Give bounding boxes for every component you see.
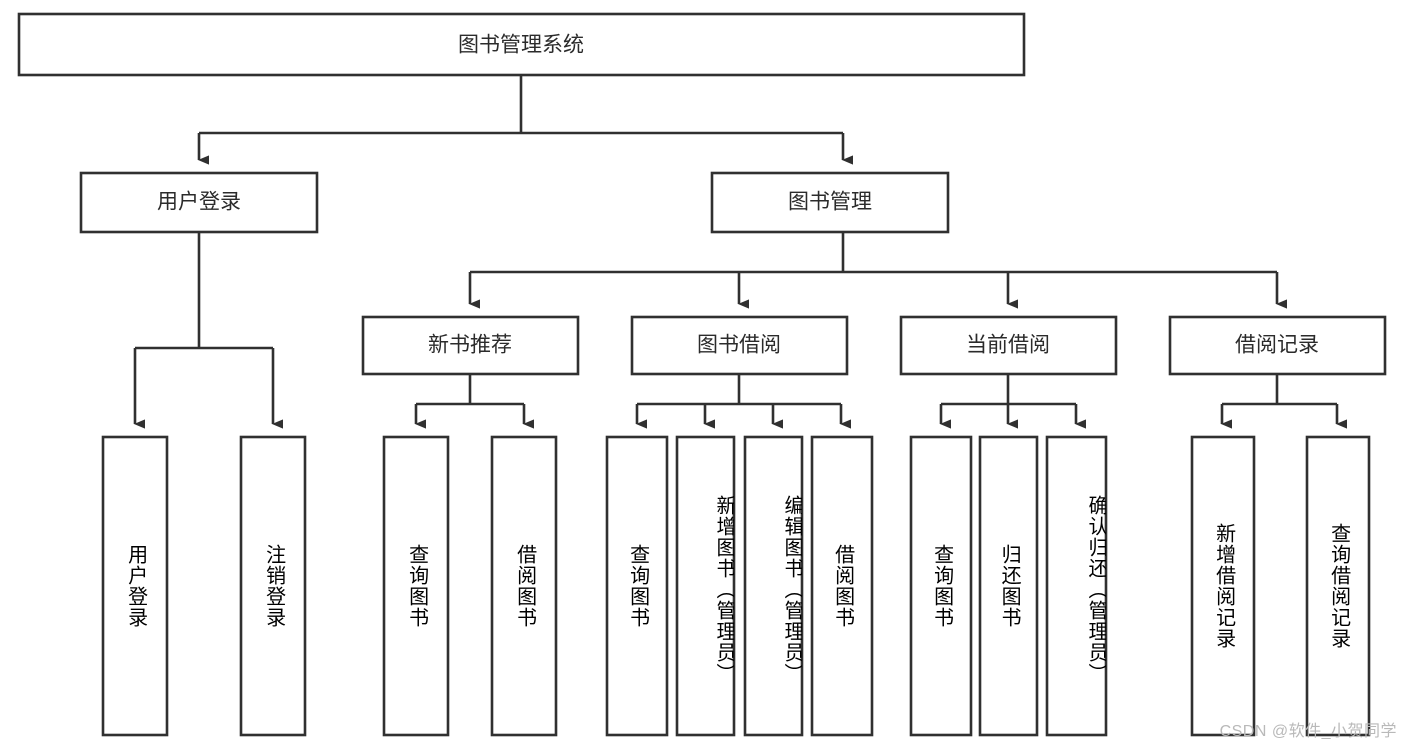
node-current-borrow-box[interactable] — [899, 315, 1118, 376]
leaf-box-current-borrow-0[interactable] — [909, 435, 973, 737]
node-book-manage-label: 图书管理 — [788, 191, 872, 214]
connectors-user-login-to-leaves — [133, 232, 283, 429]
node-borrow-record-label: 借阅记录 — [1235, 334, 1319, 357]
leaf-boxes-current-borrow — [909, 435, 1108, 737]
leaf-box-borrow-record-0[interactable] — [1190, 435, 1256, 737]
leaf-box-book-borrow-1[interactable] — [675, 435, 736, 737]
connectors-current-borrow-to-leaves — [939, 374, 1086, 429]
node-book-manage[interactable]: 图书管理 — [710, 171, 950, 234]
node-current-borrow[interactable]: 当前借阅 — [899, 315, 1118, 376]
node-book-borrow-box[interactable] — [630, 315, 849, 376]
node-new-book-recommend-box[interactable] — [361, 315, 580, 376]
leaf-box-current-borrow-1[interactable] — [978, 435, 1039, 737]
leaf-box-current-borrow-2[interactable] — [1045, 435, 1108, 737]
leaf-boxes-book-borrow — [605, 435, 874, 737]
node-borrow-record-box[interactable] — [1168, 315, 1387, 376]
leaf-box-borrow-record-1[interactable] — [1305, 435, 1371, 737]
connectors-new-book-recommend-to-leaves — [414, 374, 534, 429]
leaf-boxes-new-book-recommend — [382, 435, 558, 737]
leaf-box-new-book-0[interactable] — [382, 435, 450, 737]
connectors-book-manage-to-level3 — [468, 232, 1287, 309]
node-root[interactable]: 图书管理系统 — [17, 12, 1026, 77]
connectors-borrow-record-to-leaves — [1220, 374, 1347, 429]
leaf-boxes-borrow-record — [1190, 435, 1371, 737]
node-new-book-recommend[interactable]: 新书推荐 — [361, 315, 580, 376]
leaf-box-new-book-1[interactable] — [490, 435, 558, 737]
leaf-boxes-user-login — [101, 435, 307, 737]
node-user-login[interactable]: 用户登录 — [79, 171, 319, 234]
node-current-borrow-label: 当前借阅 — [966, 334, 1050, 357]
node-root-box[interactable] — [17, 12, 1026, 77]
node-new-book-recommend-label: 新书推荐 — [428, 334, 512, 357]
node-root-label: 图书管理系统 — [458, 34, 584, 57]
leaf-box-user-login-0[interactable] — [101, 435, 169, 737]
node-book-borrow-label: 图书借阅 — [697, 334, 781, 357]
leaf-box-book-borrow-2[interactable] — [743, 435, 804, 737]
node-book-manage-box[interactable] — [710, 171, 950, 234]
leaf-box-book-borrow-3[interactable] — [810, 435, 874, 737]
watermark: CSDN @软件_小贺同学 — [1219, 723, 1397, 740]
connectors-root-to-level2 — [197, 75, 853, 165]
leaf-box-user-login-1[interactable] — [239, 435, 307, 737]
node-book-borrow[interactable]: 图书借阅 — [630, 315, 849, 376]
node-user-login-box[interactable] — [79, 171, 319, 234]
node-user-login-label: 用户登录 — [157, 191, 241, 214]
node-borrow-record[interactable]: 借阅记录 — [1168, 315, 1387, 376]
leaf-box-book-borrow-0[interactable] — [605, 435, 669, 737]
connectors-book-borrow-to-leaves — [635, 374, 851, 429]
